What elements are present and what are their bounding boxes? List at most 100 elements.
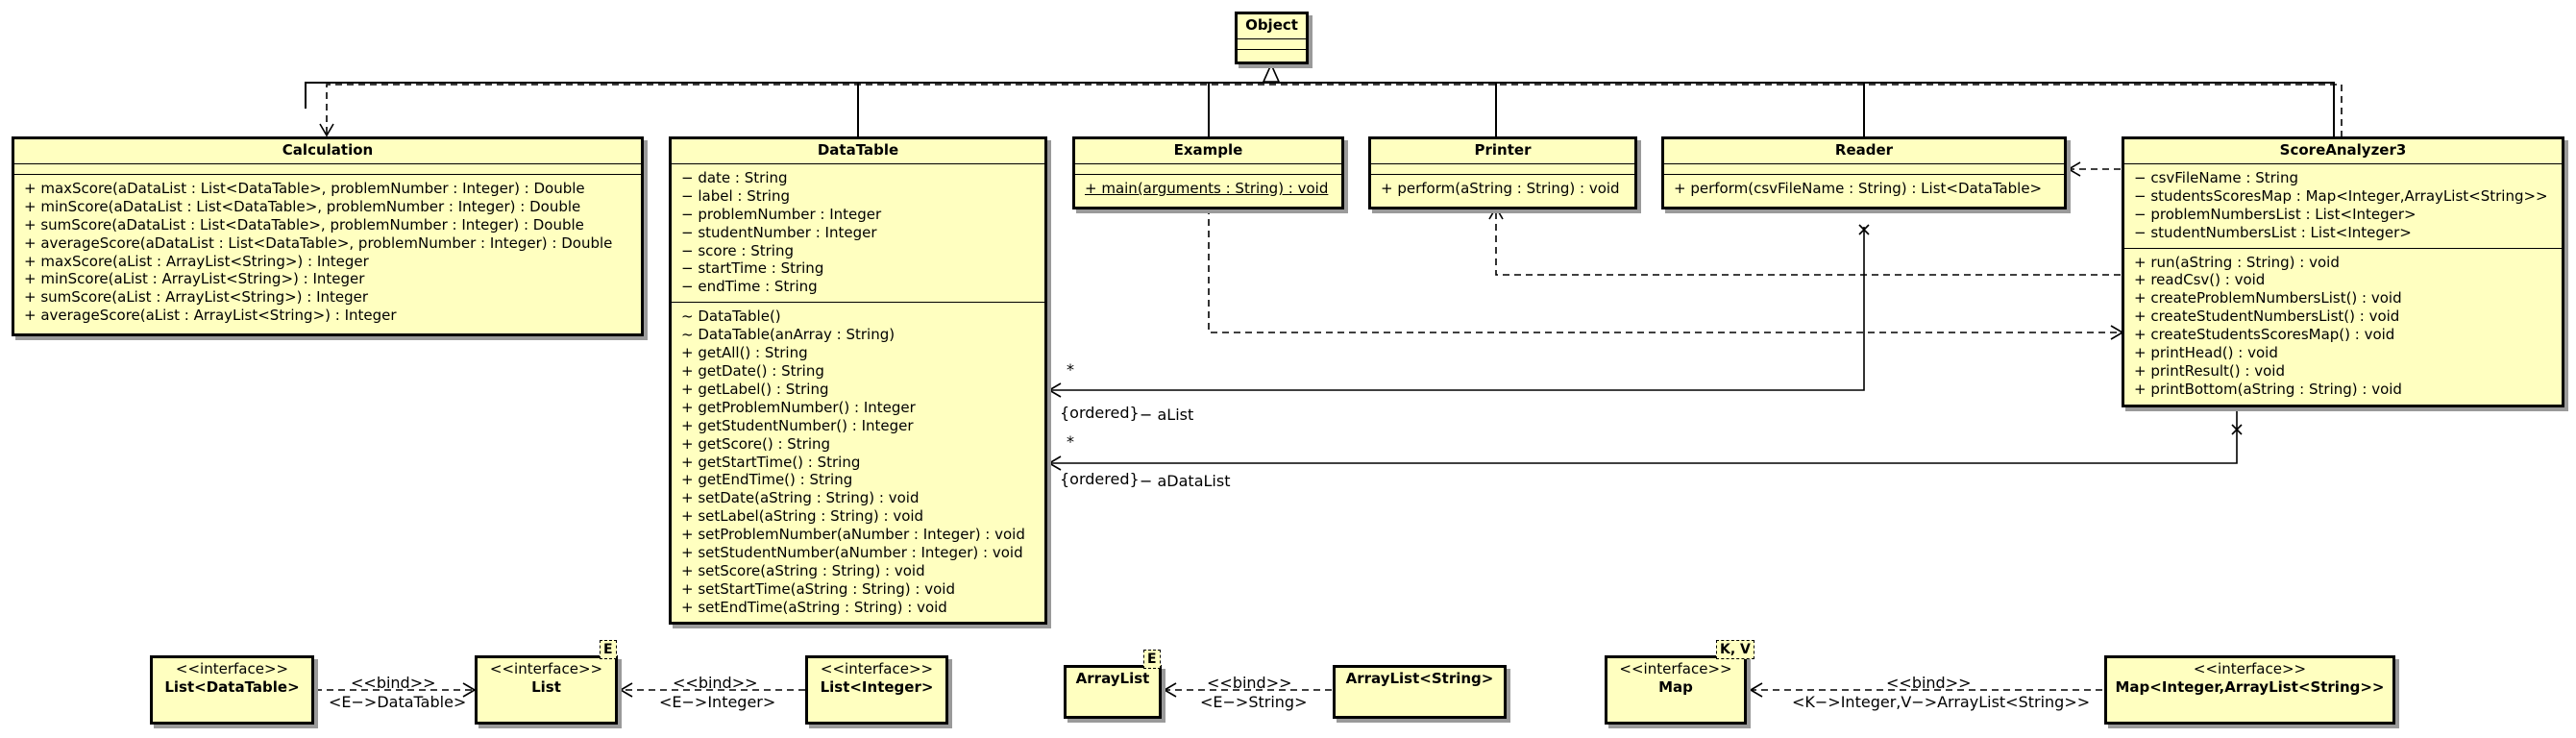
bind2-stereotype: <<bind>> bbox=[673, 674, 758, 692]
interface-list-integer[interactable]: <<interface>> List<Integer> bbox=[805, 655, 948, 725]
attributes-compartment bbox=[1664, 162, 2064, 174]
attributes-compartment bbox=[1075, 162, 1341, 174]
generalization-edges bbox=[305, 63, 2335, 137]
bind4-stereotype: <<bind>> bbox=[1886, 674, 1972, 692]
attributes-compartment: − date : String − label : String − probl… bbox=[672, 162, 1044, 302]
operation: + getLabel() : String bbox=[681, 380, 829, 398]
stereotype: <<interface>> bbox=[2193, 660, 2307, 677]
attributes-compartment bbox=[14, 162, 641, 174]
operations-compartment bbox=[1238, 48, 1306, 60]
operation: + run(aString : String) : void bbox=[2134, 253, 2340, 271]
dependency-edge-printer bbox=[1496, 208, 2121, 276]
operation: + main(arguments : String) : void bbox=[1085, 179, 1329, 197]
bind1-stereotype: <<bind>> bbox=[351, 674, 436, 692]
operation: + printHead() : void bbox=[2134, 344, 2278, 362]
navigability-x-adatalist bbox=[2231, 424, 2243, 435]
interface-name: List<DataTable> bbox=[164, 677, 300, 696]
bind3-substitution: <E−>String> bbox=[1200, 693, 1307, 711]
class-arraylist-string[interactable]: ArrayList<String> bbox=[1333, 665, 1507, 719]
class-name: DataTable bbox=[817, 141, 899, 159]
operation: + getDate() : String bbox=[681, 361, 824, 380]
interface-list-datatable[interactable]: <<interface>> List<DataTable> bbox=[150, 655, 314, 725]
class-name: ScoreAnalyzer3 bbox=[2279, 141, 2407, 159]
operation: + perform(csvFileName : String) : List<D… bbox=[1674, 179, 2043, 197]
attributes-compartment: − csvFileName : String − studentsScoresM… bbox=[2124, 162, 2562, 248]
alist-role-label: − aList bbox=[1140, 406, 1193, 424]
bind3-stereotype: <<bind>> bbox=[1207, 674, 1292, 692]
association-edge-alist bbox=[1049, 227, 1865, 390]
association-edge-adatalist bbox=[1049, 411, 2238, 463]
class-name: ArrayList<String> bbox=[1345, 670, 1494, 687]
class-name: Calculation bbox=[282, 141, 374, 159]
operation: + getEndTime() : String bbox=[681, 471, 853, 489]
bind2-substitution: <E−>Integer> bbox=[659, 693, 775, 711]
alist-ordered-label: {ordered} bbox=[1060, 404, 1140, 422]
class-example[interactable]: Example + main(arguments : String) : voi… bbox=[1072, 136, 1344, 209]
adatalist-multiplicity: * bbox=[1067, 432, 1074, 451]
operation: + getAll() : String bbox=[681, 344, 808, 362]
operation: + minScore(aList : ArrayList<String>) : … bbox=[24, 270, 365, 288]
attribute: − problemNumber : Integer bbox=[681, 205, 882, 223]
navigability-x-alist bbox=[1858, 224, 1870, 235]
operation: + setScore(aString : String) : void bbox=[681, 561, 925, 579]
class-reader[interactable]: Reader + perform(csvFileName : String) :… bbox=[1661, 136, 2067, 209]
operation: + setEndTime(aString : String) : void bbox=[681, 598, 947, 616]
operation: + getStudentNumber() : Integer bbox=[681, 416, 914, 434]
operation: + maxScore(aList : ArrayList<String>) : … bbox=[24, 252, 369, 270]
operation: + setStudentNumber(aNumber : Integer) : … bbox=[681, 544, 1023, 562]
interface-map-integer-arraylist-string[interactable]: <<interface>> Map<Integer,ArrayList<Stri… bbox=[2104, 655, 2395, 725]
operation: + setProblemNumber(aNumber : Integer) : … bbox=[681, 526, 1025, 544]
operations-compartment: + run(aString : String) : void + readCsv… bbox=[2124, 247, 2562, 405]
operation: + averageScore(aDataList : List<DataTabl… bbox=[24, 234, 613, 252]
operation: + getProblemNumber() : Integer bbox=[681, 398, 916, 416]
operation: + printBottom(aString : String) : void bbox=[2134, 380, 2402, 398]
operations-compartment: + main(arguments : String) : void bbox=[1075, 173, 1341, 204]
operation: + printResult() : void bbox=[2134, 361, 2285, 380]
class-object[interactable]: Object bbox=[1235, 12, 1309, 64]
operation: + createProblemNumbersList() : void bbox=[2134, 289, 2402, 308]
operation: + sumScore(aDataList : List<DataTable>, … bbox=[24, 215, 584, 234]
class-printer[interactable]: Printer + perform(aString : String) : vo… bbox=[1368, 136, 1637, 209]
operation: + createStudentNumbersList() : void bbox=[2134, 308, 2400, 326]
attribute: − csvFileName : String bbox=[2134, 168, 2298, 186]
attribute: − date : String bbox=[681, 168, 788, 186]
class-name: Printer bbox=[1474, 141, 1532, 159]
alist-multiplicity: * bbox=[1067, 360, 1074, 379]
dependency-edge-example bbox=[1208, 208, 2122, 332]
interface-map[interactable]: <<interface>> Map bbox=[1605, 655, 1747, 725]
stereotype: <<interface>> bbox=[820, 660, 934, 677]
attributes-compartment bbox=[1238, 37, 1306, 49]
class-scoreanalyzer3[interactable]: ScoreAnalyzer3 − csvFileName : String − … bbox=[2122, 136, 2564, 407]
class-arraylist[interactable]: ArrayList bbox=[1064, 665, 1162, 719]
operation: + maxScore(aDataList : List<DataTable>, … bbox=[24, 179, 585, 197]
operations-compartment: + maxScore(aDataList : List<DataTable>, … bbox=[14, 173, 641, 331]
class-name: Example bbox=[1173, 141, 1243, 159]
operations-compartment: + perform(csvFileName : String) : List<D… bbox=[1664, 173, 2064, 204]
stereotype: <<interface>> bbox=[1619, 660, 1732, 677]
template-parameter-e: E bbox=[1143, 650, 1161, 669]
operation: + minScore(aDataList : List<DataTable>, … bbox=[24, 197, 581, 215]
operation: + getStartTime() : String bbox=[681, 453, 861, 471]
class-calculation[interactable]: Calculation + maxScore(aDataList : List<… bbox=[12, 136, 644, 336]
bind4-substitution: <K−>Integer,V−>ArrayList<String>> bbox=[1792, 693, 2090, 711]
operation: + getScore() : String bbox=[681, 434, 831, 453]
operation: + setLabel(aString : String) : void bbox=[681, 507, 924, 526]
operation: + createStudentsScoresMap() : void bbox=[2134, 326, 2395, 344]
interface-name: Map bbox=[1658, 677, 1693, 696]
stereotype: <<interface>> bbox=[489, 660, 603, 677]
class-datatable[interactable]: DataTable − date : String − label : Stri… bbox=[669, 136, 1047, 625]
operation: + averageScore(aList : ArrayList<String>… bbox=[24, 307, 397, 325]
dependency-edge-calculation bbox=[327, 84, 2343, 137]
interface-list[interactable]: <<interface>> List bbox=[475, 655, 618, 725]
bind1-substitution: <E−>DataTable> bbox=[329, 693, 466, 711]
template-parameters-k-v: K, V bbox=[1716, 640, 1754, 659]
operations-compartment: ~ DataTable() ~ DataTable(anArray : Stri… bbox=[672, 302, 1044, 622]
interface-name: List<Integer> bbox=[820, 677, 934, 696]
operation: ~ DataTable() bbox=[681, 308, 781, 326]
class-name: Object bbox=[1245, 16, 1298, 34]
class-name: ArrayList bbox=[1075, 670, 1150, 687]
template-parameter-e: E bbox=[600, 640, 617, 659]
operation: ~ DataTable(anArray : String) bbox=[681, 326, 895, 344]
attribute: − startTime : String bbox=[681, 259, 824, 278]
operation: + sumScore(aList : ArrayList<String>) : … bbox=[24, 288, 369, 307]
